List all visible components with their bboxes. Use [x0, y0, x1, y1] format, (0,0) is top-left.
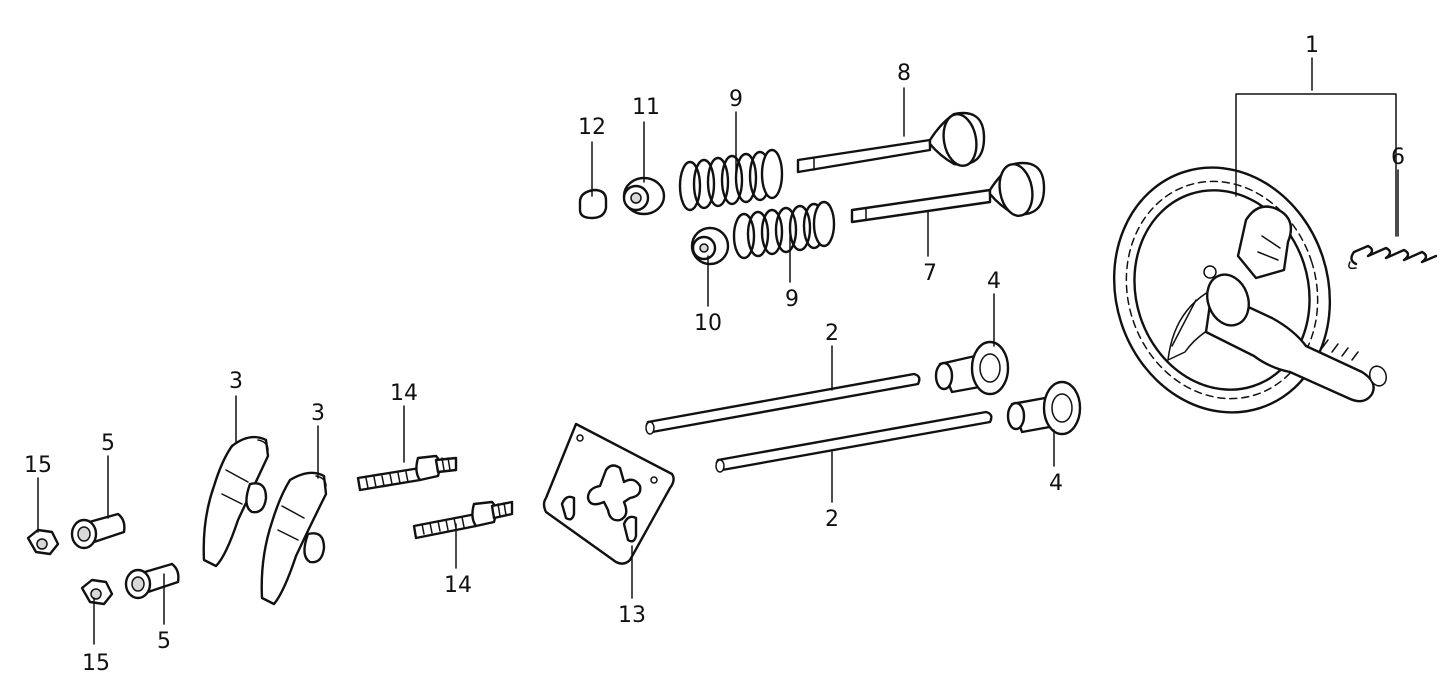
rocker-arm-pivot-lower	[124, 562, 180, 600]
callout-labels: 1 2 2 3 3 4 4 5 5 6 7 8 9 9 10 11 12 13 …	[24, 33, 1405, 676]
leader-lines	[37, 57, 1399, 645]
callout-15-upper: 15	[24, 453, 52, 478]
rocker-arm-stud-upper	[356, 454, 458, 492]
callout-4-upper: 4	[987, 269, 1001, 294]
callout-6: 6	[1391, 145, 1405, 170]
callout-3-right: 3	[311, 401, 325, 426]
callout-7: 7	[923, 261, 937, 286]
valve-spring-retainer-upper	[622, 176, 666, 216]
rocker-arm-left	[202, 435, 270, 568]
callout-10: 10	[694, 311, 722, 336]
valve-spring-upper	[678, 148, 784, 212]
valve-spring-retainer-lower	[690, 226, 730, 266]
callout-5-upper: 5	[101, 431, 115, 456]
callout-3-left: 3	[229, 369, 243, 394]
rocker-arm-pivot-upper	[70, 512, 126, 550]
pivot-adjusting-nut-lower	[80, 578, 114, 606]
callout-15-lower: 15	[82, 651, 110, 676]
callout-4-lower: 4	[1049, 471, 1063, 496]
callout-2-lower: 2	[825, 507, 839, 532]
decompressor-spring	[1348, 244, 1438, 270]
callout-12: 12	[578, 115, 606, 140]
callout-13: 13	[618, 603, 646, 628]
pivot-adjusting-nut-upper	[26, 528, 60, 556]
callout-1: 1	[1305, 33, 1319, 58]
valve-lower	[850, 161, 1046, 224]
camshaft-gear	[1112, 166, 1388, 414]
push-rod-guide-plate	[542, 422, 675, 565]
valve-upper	[796, 111, 986, 174]
valve-cap	[578, 188, 608, 220]
tappet-lower	[1006, 380, 1082, 436]
push-rod-upper	[645, 372, 921, 435]
tappet-upper	[934, 340, 1010, 396]
callout-8: 8	[897, 61, 911, 86]
push-rod-lower	[715, 410, 993, 473]
callout-14-lower: 14	[444, 573, 472, 598]
callout-9-lower: 9	[785, 287, 799, 312]
valve-spring-lower	[732, 200, 836, 260]
callout-9-upper: 9	[729, 87, 743, 112]
rocker-arm-right	[260, 471, 328, 606]
callout-2-upper: 2	[825, 321, 839, 346]
callout-11: 11	[632, 95, 660, 120]
rocker-arm-stud-lower	[412, 500, 514, 540]
callout-14-upper: 14	[390, 381, 418, 406]
callout-5-lower: 5	[157, 629, 171, 654]
